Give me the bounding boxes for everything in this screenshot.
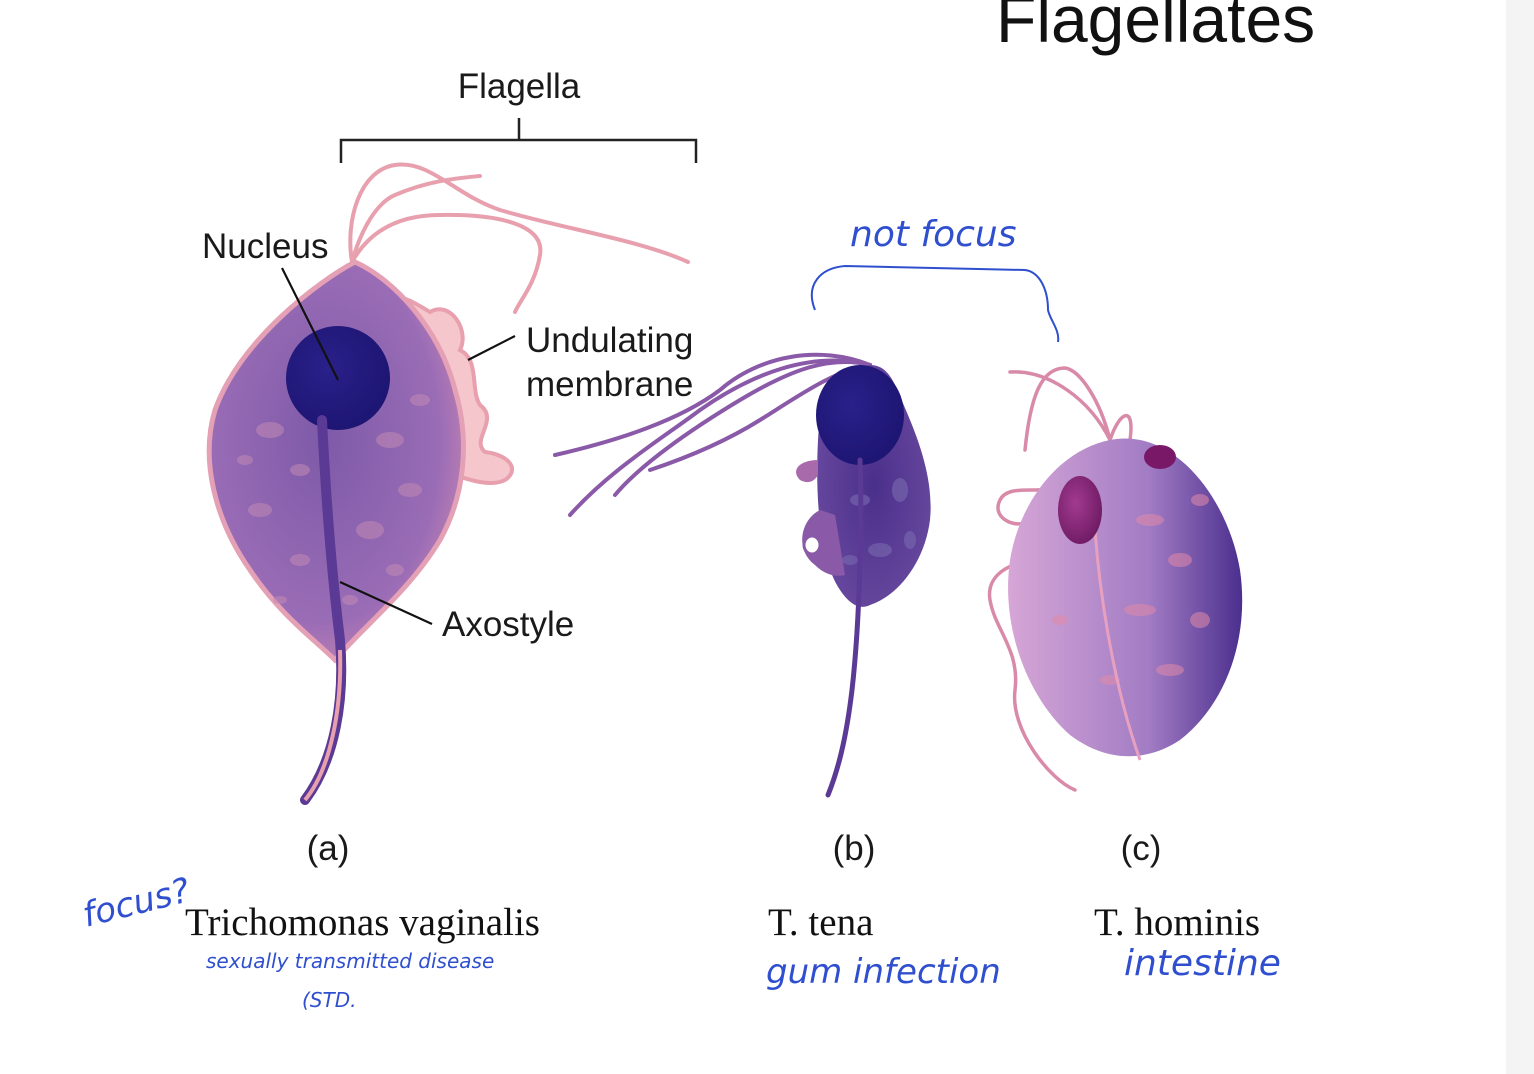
label-undulating: Undulating bbox=[526, 321, 693, 360]
handwritten-a-line1: sexually transmitted disease bbox=[206, 949, 495, 973]
handwritten-a-line2: (STD. bbox=[302, 988, 357, 1012]
flagella-bracket bbox=[339, 118, 698, 163]
caption-a: Trichomonas vaginalis bbox=[185, 901, 540, 944]
organism-c bbox=[987, 366, 1243, 792]
flagella-a bbox=[348, 162, 690, 314]
label-panel-a: (a) bbox=[307, 829, 350, 868]
label-nucleus: Nucleus bbox=[202, 227, 328, 266]
nucleus-c bbox=[1058, 476, 1102, 544]
caption-b: T. tena bbox=[768, 901, 874, 944]
label-panel-c: (c) bbox=[1121, 829, 1162, 868]
flagella-c bbox=[987, 366, 1133, 792]
leader-lines bbox=[281, 267, 516, 626]
label-panel-b: (b) bbox=[833, 829, 876, 868]
label-axostyle: Axostyle bbox=[442, 605, 574, 644]
blepharoplast-c bbox=[1144, 445, 1176, 469]
cytoplasm-texture-a bbox=[237, 394, 430, 605]
handwritten-b-note: gum infection bbox=[766, 952, 1001, 992]
axostyle-b bbox=[825, 457, 864, 798]
handwritten-c-note: intestine bbox=[1124, 943, 1281, 984]
cytoplasm-texture-c bbox=[1052, 494, 1210, 685]
nucleus-b bbox=[816, 365, 904, 465]
not-focus-bracket bbox=[810, 264, 1060, 343]
right-scroll-strip bbox=[1506, 0, 1534, 1074]
caption-c: T. hominis bbox=[1094, 901, 1261, 944]
organism-a bbox=[206, 162, 690, 805]
organism-b bbox=[553, 352, 931, 798]
cytoplasm-texture-b bbox=[842, 478, 916, 565]
axostyle-c bbox=[1093, 529, 1142, 761]
label-flagella: Flagella bbox=[458, 67, 581, 106]
label-membrane: membrane bbox=[526, 365, 693, 404]
slide-title: Flagellates bbox=[996, 0, 1316, 56]
handwritten-not-focus: not focus bbox=[850, 214, 1017, 255]
cell-body-a bbox=[206, 259, 466, 664]
